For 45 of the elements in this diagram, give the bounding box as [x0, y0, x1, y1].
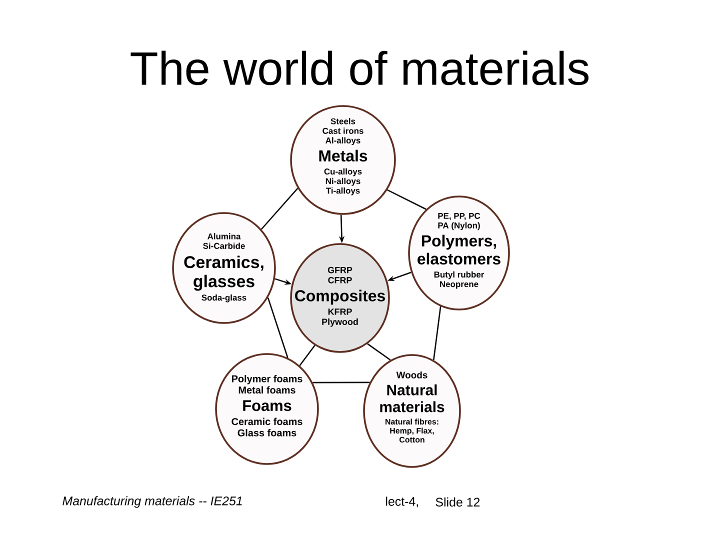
item-label: Si-Carbide — [203, 242, 245, 249]
item-label: Neoprene — [440, 281, 478, 289]
connector-line — [312, 382, 370, 384]
circle-heading: Ceramics, glasses — [184, 256, 264, 291]
category-circle — [290, 243, 390, 353]
connector-line — [387, 189, 426, 210]
item-label: Plywood — [322, 318, 358, 327]
item-label: Cu-alloys — [324, 168, 362, 176]
item-label: Alumina — [208, 233, 241, 240]
category-circle — [172, 212, 276, 324]
connector-line — [367, 343, 391, 360]
circle-heading: Polymers, elastomers — [418, 234, 500, 265]
circle-heading: Composites — [295, 290, 385, 305]
slide-title: The world of materials — [130, 50, 589, 86]
item-label: GFRP — [328, 266, 352, 274]
item-label: Woods — [396, 371, 428, 378]
item-label: Cast irons — [322, 128, 364, 134]
item-label: Ceramic foams — [232, 418, 302, 426]
item-label: Glass foams — [238, 429, 296, 436]
item-label: KFRP — [328, 308, 352, 315]
circle-heading: Natural materials — [380, 384, 444, 412]
item-label: Al-alloys — [326, 137, 360, 146]
item-label: Butyl rubber — [434, 271, 484, 280]
item-label: Ni-alloys — [326, 178, 360, 186]
item-label: Steels — [330, 118, 356, 124]
item-label: PE, PP, PC — [438, 212, 480, 220]
item-label: PA (Nylon) — [438, 222, 480, 230]
item-label: Metal foams — [238, 386, 296, 394]
item-label: Polymer foams — [232, 375, 302, 384]
footer-text: Manufacturing materials -- IE251 — [62, 496, 242, 508]
item-label: CFRP — [328, 277, 352, 284]
item-label: Soda-glass — [202, 294, 246, 302]
item-label: Ti-alloys — [326, 187, 360, 196]
category-circle — [408, 196, 510, 310]
category-circle — [215, 353, 319, 465]
category-circle — [290, 105, 396, 215]
circle-heading: Foams — [243, 400, 292, 412]
connector-line — [299, 345, 316, 366]
circle-heading: Metals — [319, 150, 368, 162]
connector-line — [260, 188, 298, 230]
connector-line — [433, 306, 442, 360]
footer-text: Slide 12 — [436, 497, 480, 507]
connector-line — [267, 297, 288, 358]
category-circle — [363, 354, 461, 468]
footer-text: lect-4, — [386, 496, 418, 508]
